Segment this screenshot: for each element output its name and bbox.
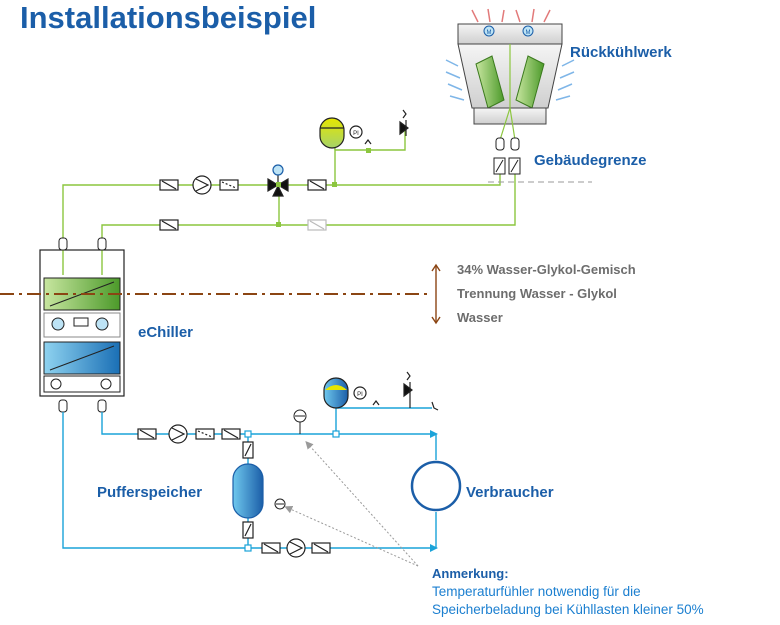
page-title: Installationsbeispiel bbox=[20, 0, 317, 35]
consumer-symbol bbox=[410, 460, 462, 512]
check-valve-glycol-1 bbox=[307, 179, 327, 191]
label-consumer: Verbraucher bbox=[466, 484, 554, 501]
tower-connectors bbox=[493, 137, 521, 175]
temperature-sensor-pipe bbox=[293, 409, 307, 434]
check-valve-water-3 bbox=[261, 542, 281, 554]
flow-meter-glycol bbox=[219, 179, 239, 191]
strainer-glycol-1 bbox=[159, 179, 179, 191]
pressure-gauge-label-water: PI bbox=[357, 392, 363, 398]
flow-meter-water bbox=[195, 428, 215, 440]
note-line-1: Temperaturfühler notwendig für die bbox=[432, 584, 641, 599]
note-line-2: Speicherbeladung bei Kühllasten kleiner … bbox=[432, 602, 704, 617]
water-flow-arrows bbox=[430, 430, 438, 552]
three-way-valve-icon bbox=[267, 164, 289, 197]
pressure-gauge-label-glycol: PI bbox=[353, 131, 359, 137]
water-components bbox=[137, 424, 340, 558]
legend-glycol: 34% Wasser-Glykol-Gemisch bbox=[457, 262, 636, 277]
pump-water-2-icon bbox=[286, 538, 306, 558]
bypass-valve-glycol bbox=[307, 219, 327, 231]
legend-separation: Trennung Wasser - Glykol bbox=[457, 286, 617, 301]
glycol-circuit bbox=[62, 130, 516, 250]
buffer-tank bbox=[232, 463, 286, 519]
intake-arrows bbox=[445, 59, 575, 101]
pump-glycol-icon bbox=[192, 175, 212, 195]
separation-arrows bbox=[431, 263, 441, 325]
label-chiller: eChiller bbox=[138, 324, 194, 341]
cooling-tower: M M bbox=[445, 8, 592, 183]
check-valve-water-2 bbox=[221, 428, 241, 440]
check-valve-water-1 bbox=[137, 428, 157, 440]
exhaust-arrows bbox=[471, 8, 551, 23]
note-pointers bbox=[284, 441, 419, 567]
chiller-unit bbox=[39, 237, 125, 413]
glycol-expansion-group: PI bbox=[319, 109, 409, 153]
fan-motor-label-2: M bbox=[526, 30, 531, 36]
fan-motor-label-1: M bbox=[487, 30, 492, 36]
glycol-components bbox=[159, 164, 337, 231]
check-valve-glycol-2 bbox=[159, 219, 179, 231]
label-building-boundary: Gebäudegrenze bbox=[534, 152, 647, 169]
note-title: Anmerkung: bbox=[432, 566, 509, 581]
check-valve-water-4 bbox=[311, 542, 331, 554]
label-buffer-tank: Pufferspeicher bbox=[97, 484, 203, 501]
legend-water: Wasser bbox=[457, 310, 503, 325]
water-expansion-group: PI bbox=[323, 371, 439, 411]
label-cooling-tower: Rückkühlwerk bbox=[570, 44, 672, 61]
pump-water-icon bbox=[168, 424, 188, 444]
